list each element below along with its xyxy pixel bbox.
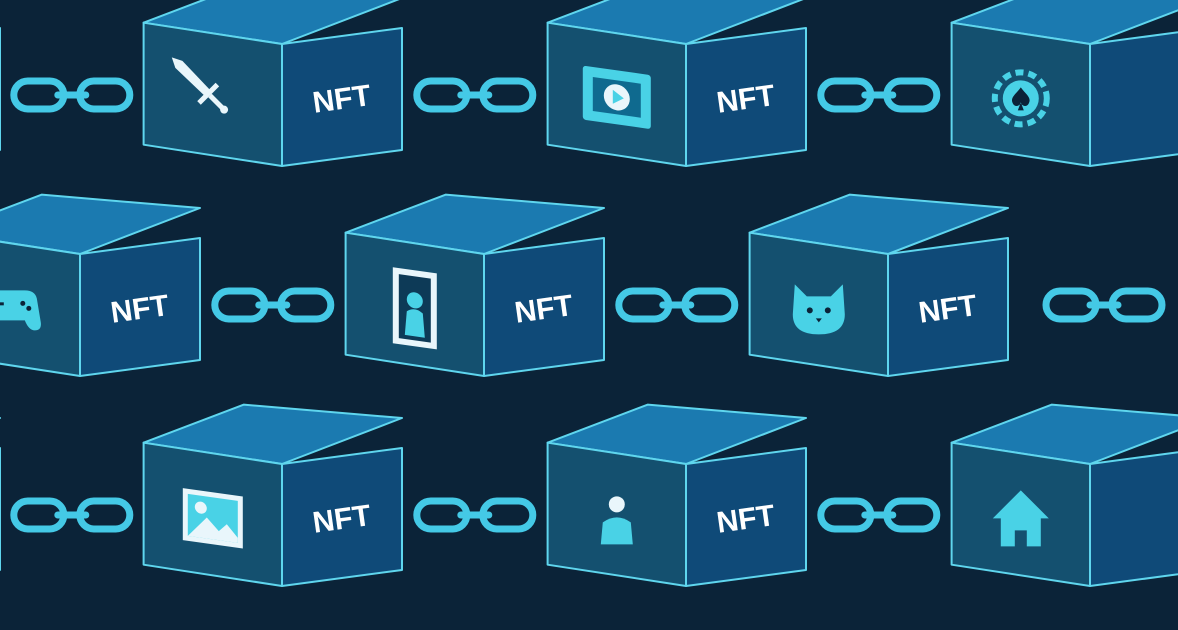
- chain-link: [681, 287, 739, 323]
- nft-label: NFT: [917, 289, 979, 330]
- person-avatar-icon: [600, 496, 633, 545]
- chain-link: [76, 497, 134, 533]
- house-icon: [992, 490, 1049, 547]
- cube-front-face: [1089, 451, 1178, 587]
- cube-front-face: [281, 27, 403, 167]
- nft-cube: NFT: [344, 193, 605, 377]
- cube-front-face: [281, 447, 403, 587]
- cube-front-face: [887, 237, 1009, 377]
- nft-cube: NFT: [142, 403, 403, 587]
- cube-front-face: [685, 447, 807, 587]
- nft-label: NFT: [109, 289, 171, 330]
- cube-front-face: [79, 237, 201, 377]
- chain-row: [10, 77, 941, 113]
- chain-link: [76, 77, 134, 113]
- cube-front-face: [483, 237, 605, 377]
- landscape-image-icon: [182, 488, 243, 549]
- nft-label: NFT: [715, 499, 777, 540]
- nft-cube: NFT: [142, 0, 403, 167]
- cube-front-face: [685, 27, 807, 167]
- cube-front-face: [1089, 31, 1178, 167]
- cube-left-face: [546, 441, 687, 587]
- chain-row: [10, 497, 941, 533]
- sword-icon: [171, 57, 229, 114]
- nft-cube: NFT: [546, 403, 807, 587]
- poker-chip-spade-icon: [991, 69, 1050, 128]
- chain-link: [883, 497, 941, 533]
- chain-link: [479, 497, 537, 533]
- chain-link: [479, 77, 537, 113]
- nft-cube: [950, 403, 1178, 587]
- cube-left-face: [142, 21, 283, 167]
- gamepad-icon: [0, 290, 41, 331]
- chain-link: [1108, 287, 1166, 323]
- cat-face-icon: [792, 284, 845, 335]
- chain-link: [277, 287, 335, 323]
- nft-label: NFT: [311, 79, 373, 120]
- nft-cube: NFT: [546, 0, 807, 167]
- nft-label: NFT: [311, 499, 373, 540]
- chain-row: [211, 287, 1166, 323]
- nft-cube: NFT: [748, 193, 1009, 377]
- video-play-icon: [582, 65, 651, 129]
- nft-label: NFT: [715, 79, 777, 120]
- nft-label: NFT: [513, 289, 575, 330]
- portrait-frame-icon: [392, 267, 437, 350]
- nft-cube: [950, 0, 1178, 167]
- chain-link: [883, 77, 941, 113]
- nft-cube: NFT: [0, 193, 201, 377]
